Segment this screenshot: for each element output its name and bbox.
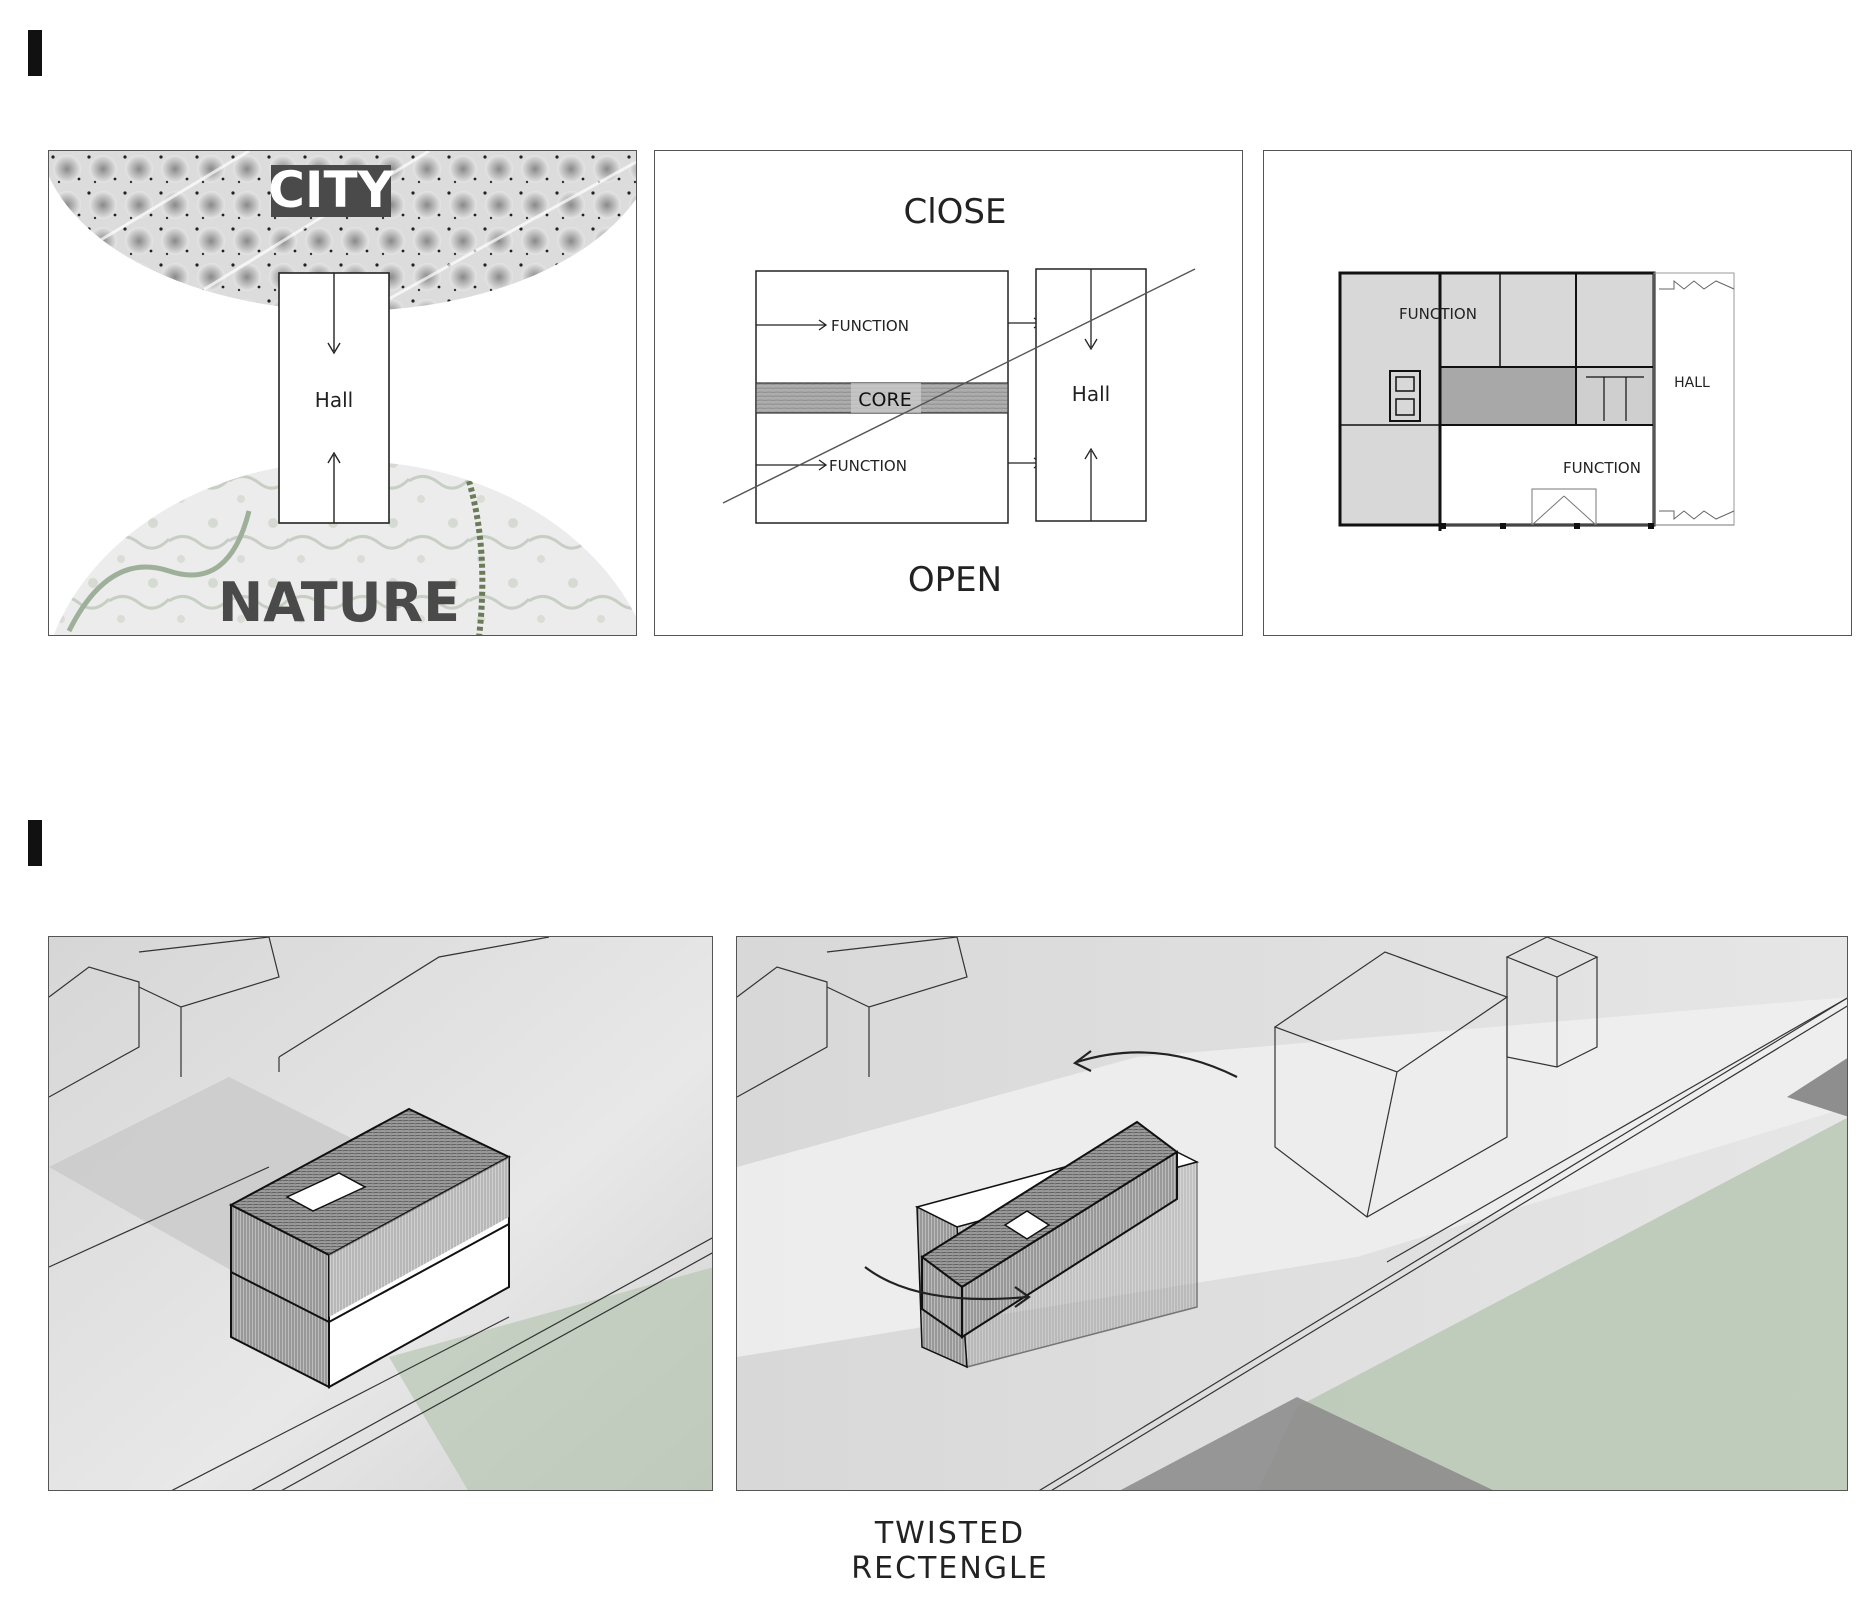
caption: TWISTED RECTENGLE — [780, 1516, 1120, 1586]
floor-plan-diagram: FUNCTION HALL FUNCTION — [1263, 150, 1852, 636]
function-label-top: FUNCTION — [831, 317, 909, 335]
section-marker-2 — [28, 820, 42, 866]
close-label: ClOSE — [903, 192, 1006, 232]
plan-hall-label: HALL — [1674, 375, 1710, 391]
core-label: CORE — [858, 389, 911, 411]
function-label-bottom: FUNCTION — [829, 457, 907, 475]
city-label: CITY — [268, 161, 394, 219]
plan-function-label-bottom: FUNCTION — [1563, 459, 1641, 477]
section-marker-1 — [28, 30, 42, 76]
open-label: OPEN — [908, 560, 1002, 600]
plan-function-label-top: FUNCTION — [1399, 305, 1477, 323]
axonometric-view-left — [48, 936, 713, 1491]
hall-label-2: Hall — [1072, 382, 1110, 406]
close-open-diagram: ClOSE OPEN CORE FUNCTION FUNCTION Hall — [654, 150, 1243, 636]
nature-label: NATURE — [218, 571, 460, 634]
axonometric-view-right — [736, 936, 1848, 1491]
hall-label: Hall — [315, 388, 353, 412]
city-nature-diagram: CITY NATURE Hall — [48, 150, 637, 636]
